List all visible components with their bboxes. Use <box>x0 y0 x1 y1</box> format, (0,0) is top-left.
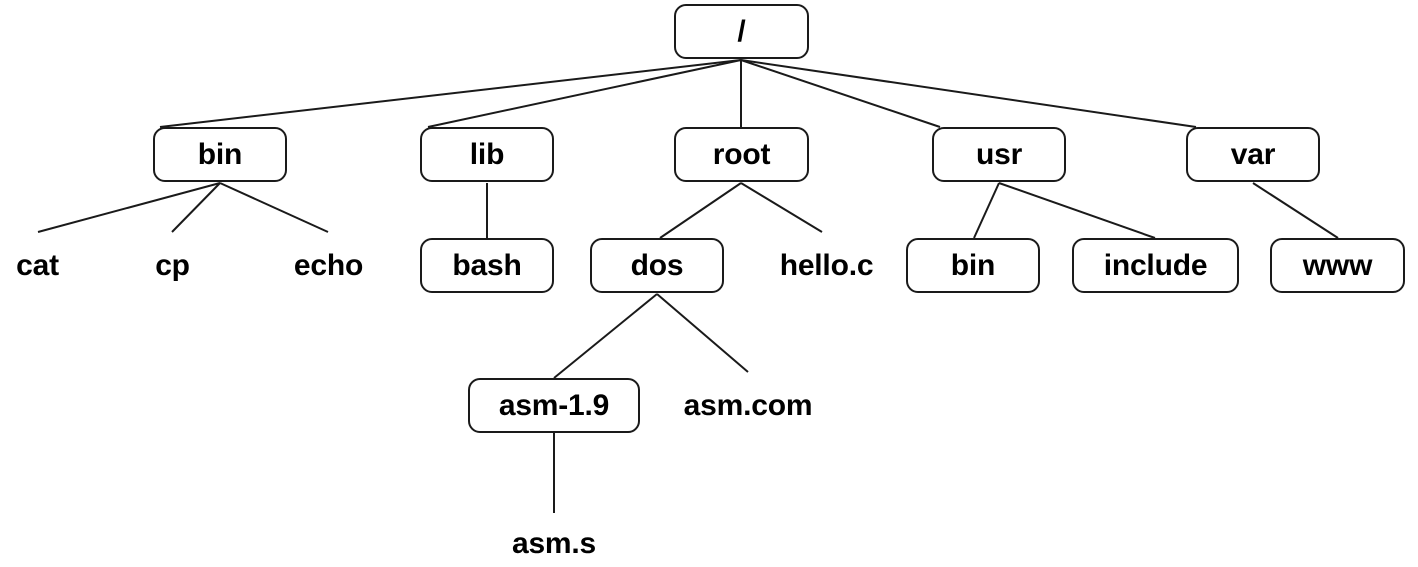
tree-edge-bin-to-cp <box>171 182 221 233</box>
tree-edge-dos-to-asm19 <box>553 293 658 379</box>
tree-node-label: var <box>1230 137 1276 171</box>
tree-node-dos[interactable]: dos <box>590 238 724 293</box>
tree-node-var[interactable]: var <box>1186 127 1320 182</box>
tree-node-include[interactable]: include <box>1072 238 1239 293</box>
tree-node-label: bin <box>197 137 243 171</box>
tree-node-label: dos <box>630 248 684 282</box>
tree-edge-rootdir-to-dos <box>659 182 742 239</box>
tree-node-root[interactable]: / <box>674 4 809 59</box>
tree-node-www[interactable]: www <box>1270 238 1405 293</box>
tree-node-cp[interactable]: cp <box>135 238 210 293</box>
tree-node-label: www <box>1302 248 1373 282</box>
tree-edge-rootdir-to-helloc <box>740 182 823 233</box>
tree-node-label: root <box>712 137 771 171</box>
tree-node-echo[interactable]: echo <box>281 238 376 293</box>
tree-edge-bin-to-echo <box>219 182 329 233</box>
tree-node-usrbin[interactable]: bin <box>906 238 1040 293</box>
tree-node-usr[interactable]: usr <box>932 127 1066 182</box>
tree-node-label: hello.c <box>779 248 874 282</box>
tree-edge-root-to-bin <box>159 59 742 128</box>
tree-node-label: cat <box>16 248 59 282</box>
tree-edge-bin-to-cat <box>37 182 221 233</box>
tree-node-lib[interactable]: lib <box>420 127 554 182</box>
tree-edge-usr-to-include <box>998 182 1156 239</box>
tree-node-bin[interactable]: bin <box>153 127 287 182</box>
tree-node-label: bash <box>452 248 522 282</box>
tree-node-label: echo <box>293 248 364 282</box>
tree-node-rootdir[interactable]: root <box>674 127 809 182</box>
tree-node-label: / <box>737 14 746 48</box>
tree-node-cat[interactable]: cat <box>0 238 75 293</box>
tree-edge-usr-to-usrbin <box>973 182 1000 239</box>
tree-node-asms[interactable]: asm.s <box>494 516 614 567</box>
tree-edge-root-to-usr <box>740 59 941 128</box>
tree-node-bash[interactable]: bash <box>420 238 554 293</box>
tree-node-asm19[interactable]: asm-1.9 <box>468 378 640 433</box>
tree-node-label: asm.com <box>683 388 813 422</box>
tree-edge-dos-to-asmcom <box>656 293 749 373</box>
tree-node-label: cp <box>155 248 190 282</box>
tree-node-label: usr <box>975 137 1023 171</box>
tree-node-label: asm-1.9 <box>498 388 610 422</box>
tree-node-label: include <box>1103 248 1208 282</box>
tree-node-label: asm.s <box>511 526 597 560</box>
tree-node-asmcom[interactable]: asm.com <box>668 378 828 433</box>
tree-edge-var-to-www <box>1252 182 1339 239</box>
tree-edge-root-to-var <box>740 59 1197 128</box>
tree-node-label: bin <box>950 248 996 282</box>
tree-node-helloc[interactable]: hello.c <box>764 238 889 293</box>
tree-node-label: lib <box>469 137 505 171</box>
tree-edge-root-to-lib <box>427 59 742 128</box>
